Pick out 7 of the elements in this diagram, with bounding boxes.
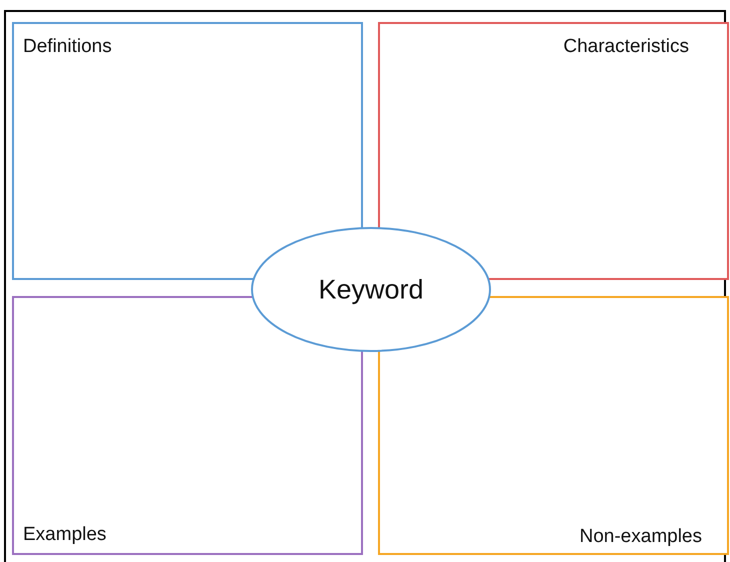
quadrant-panel (12, 22, 363, 280)
quadrant-heading: Non-examples (580, 526, 702, 548)
quadrant-heading: Definitions (23, 36, 112, 58)
quadrant-heading: Examples (23, 524, 106, 546)
keyword-label: Keyword (318, 274, 424, 305)
quadrant-panel (378, 22, 729, 280)
quadrant-heading: Characteristics (563, 36, 689, 58)
